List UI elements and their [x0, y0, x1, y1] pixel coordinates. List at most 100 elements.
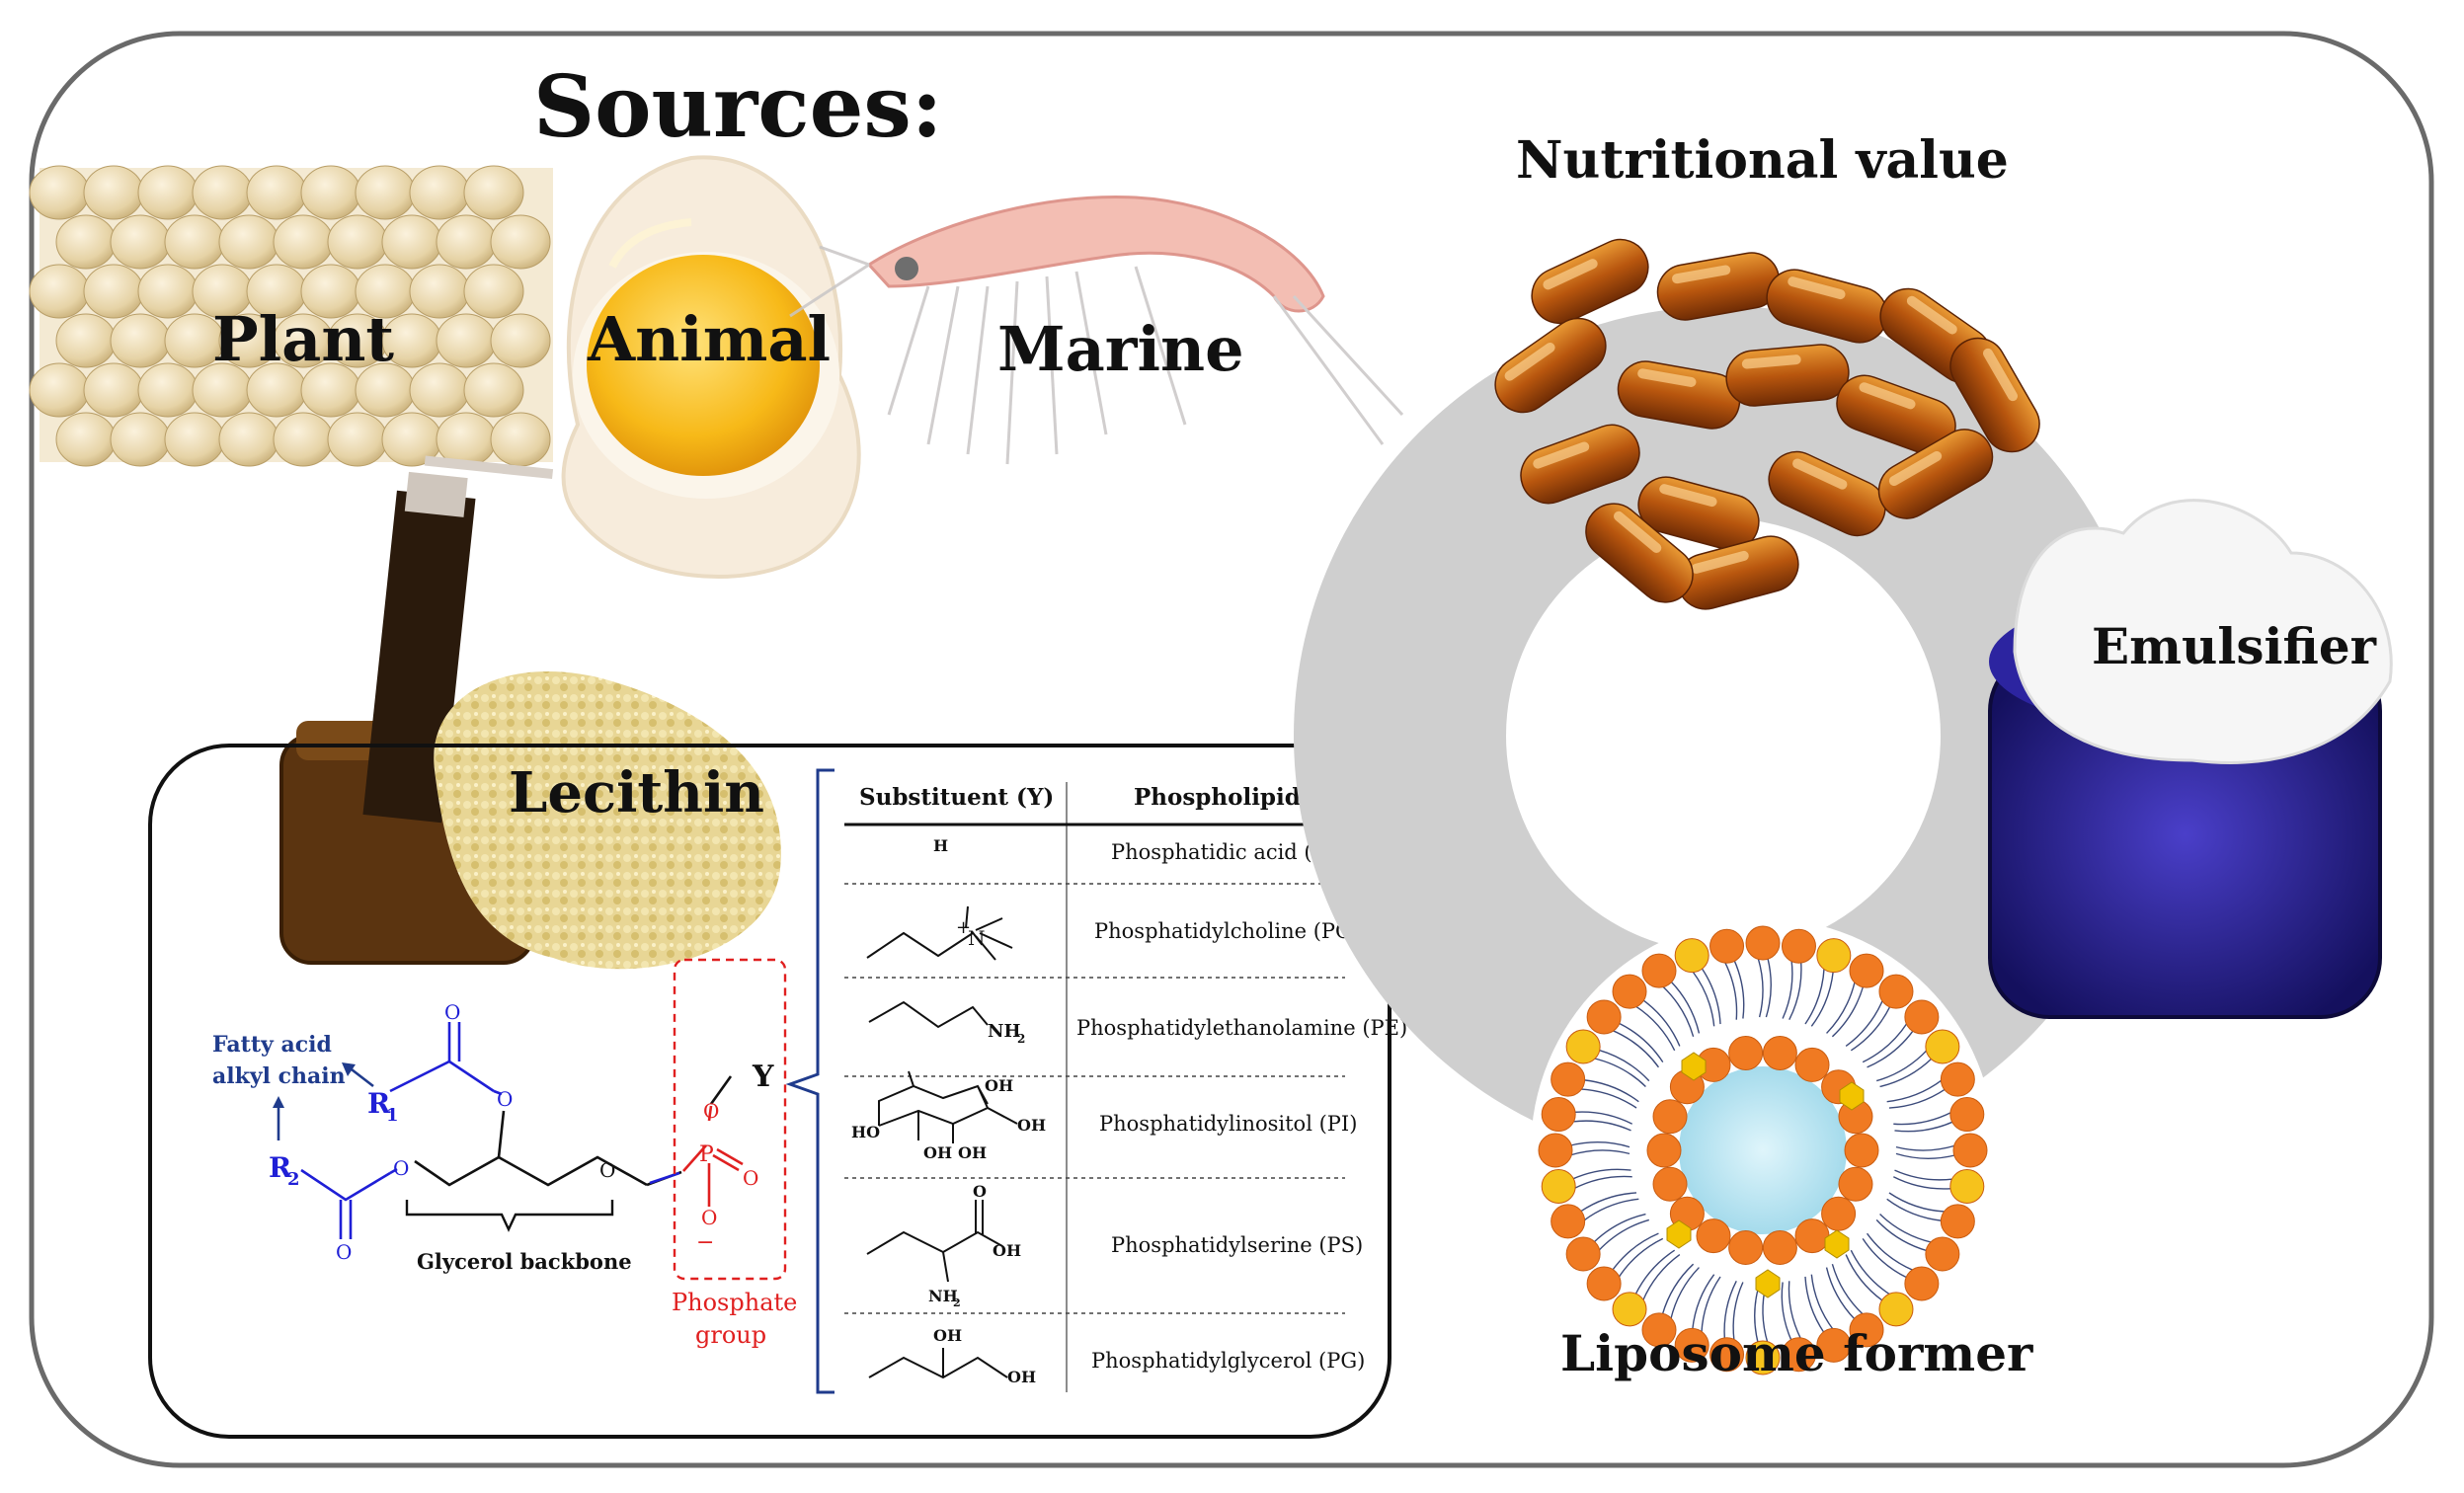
lipid-head: [1940, 1061, 1975, 1097]
lipid-tail: [1692, 971, 1715, 1027]
lipid-tail: [1894, 1169, 1953, 1181]
sub-ps-nh2-sub: 2: [953, 1297, 961, 1309]
phospholipid-structure: [277, 958, 787, 1281]
r2-label: R: [269, 1151, 292, 1184]
sub-pg-oh-2: OH: [1007, 1368, 1036, 1386]
capsule: [1725, 344, 1850, 407]
lipid-head: [1550, 1061, 1586, 1097]
table-row-pc: Phosphatidylcholine (PC): [1094, 919, 1359, 943]
lipid-head: [1904, 1266, 1940, 1301]
lipid-tail: [1634, 1249, 1676, 1296]
lipid-tail: [1692, 1274, 1715, 1330]
capsule: [1877, 429, 1994, 519]
capsule-highlight: [1504, 342, 1555, 381]
lipid-tail: [1593, 1213, 1646, 1243]
lipid-head: [1674, 938, 1709, 974]
soybean: [327, 214, 388, 270]
drug-molecule: [1755, 1269, 1781, 1298]
table-bracket: [785, 768, 835, 1394]
soybean: [490, 313, 551, 368]
lipid-head: [1940, 1204, 1975, 1239]
soybean: [436, 214, 497, 270]
soybean: [110, 313, 171, 368]
lipid-tail: [1670, 1267, 1700, 1320]
lipid-tail: [1593, 1058, 1646, 1087]
soybean: [137, 165, 199, 220]
lipid-head: [1878, 974, 1914, 1009]
soybean: [55, 313, 117, 368]
title: Sources:: [533, 57, 943, 157]
capsule-highlight: [1741, 354, 1801, 369]
lipid-tail: [1875, 1218, 1928, 1252]
phosphate-o-top: O: [703, 1099, 719, 1123]
lipid-tail: [1723, 961, 1738, 1020]
lipid-tail: [1612, 1029, 1660, 1068]
soybean: [273, 214, 334, 270]
lipid-tail: [1781, 1282, 1792, 1342]
soybean: [164, 412, 225, 467]
lipid-tail: [1862, 1022, 1908, 1063]
phosphate-o-bridge: O: [599, 1158, 615, 1182]
soybean: [83, 165, 144, 220]
lipid-head: [1586, 1266, 1622, 1301]
sub-pi-oh-4: OH: [958, 1143, 987, 1162]
lipid-tail: [1580, 1088, 1637, 1109]
lipid-tail: [1866, 1232, 1914, 1272]
lipid-head-inner: [1646, 1133, 1682, 1168]
lipid-tail: [1879, 1214, 1933, 1243]
lipid-tail: [1598, 1218, 1650, 1252]
lipid-tail: [1611, 1232, 1659, 1271]
table-row-pi: Phosphatidylinositol (PI): [1099, 1112, 1357, 1136]
lipid-head-inner: [1728, 1036, 1764, 1071]
lipid-head: [1586, 999, 1622, 1035]
lipid-tail: [1804, 968, 1825, 1025]
lipid-tail: [1661, 1263, 1695, 1315]
lipid-tail: [1826, 981, 1856, 1034]
lipid-tail: [1825, 1267, 1856, 1320]
cream-jar-image: [1988, 499, 2393, 1019]
soybean: [327, 412, 388, 467]
soybean: [29, 362, 90, 418]
soybean: [83, 362, 144, 418]
lipid-tail: [1572, 1120, 1631, 1132]
sub-ps-o: O: [973, 1182, 987, 1201]
capsule-highlight: [1859, 382, 1916, 410]
lipid-tail: [1886, 1079, 1943, 1103]
capsule: [1585, 503, 1694, 603]
drug-molecule: [1681, 1052, 1707, 1081]
lipid-head-inner: [1728, 1229, 1764, 1265]
capsule: [1949, 337, 2040, 453]
lipid-tail: [1642, 998, 1681, 1047]
lipid-tail: [1893, 1111, 1952, 1126]
soybean: [83, 264, 144, 319]
lipid-head: [1745, 1340, 1781, 1375]
lipid-head-inner: [1844, 1133, 1879, 1168]
capsule-highlight: [1659, 484, 1717, 508]
lipid-head-inner: [1794, 1047, 1830, 1082]
lipid-head: [1849, 1312, 1884, 1348]
sub-pc-n: N: [968, 926, 986, 950]
lipid-tail: [1618, 1237, 1664, 1279]
soybean: [218, 214, 279, 270]
phosphate-o-double: O: [743, 1166, 758, 1190]
phosphate-p: P: [699, 1142, 714, 1167]
lipid-head: [1904, 999, 1940, 1035]
soybean: [463, 264, 524, 319]
lipid-head: [1925, 1236, 1960, 1272]
lipid-head: [1612, 974, 1647, 1009]
capsule: [1520, 424, 1640, 505]
sub-pa-h: H: [933, 836, 948, 855]
lipid-head: [1949, 1168, 1985, 1204]
carbonyl-o-2: O: [336, 1240, 352, 1264]
lipid-tail: [1894, 1121, 1954, 1133]
lipid-tail: [1810, 971, 1834, 1027]
soybean: [381, 214, 442, 270]
soybean: [490, 412, 551, 467]
ester-o-2: O: [393, 1156, 409, 1180]
lipid-tail: [1850, 1249, 1891, 1296]
lipid-tail: [1831, 1263, 1865, 1315]
lipid-tail: [1579, 1192, 1637, 1213]
nutritional-label: Nutritional value: [1516, 130, 2009, 191]
lipid-head: [1925, 1029, 1960, 1064]
